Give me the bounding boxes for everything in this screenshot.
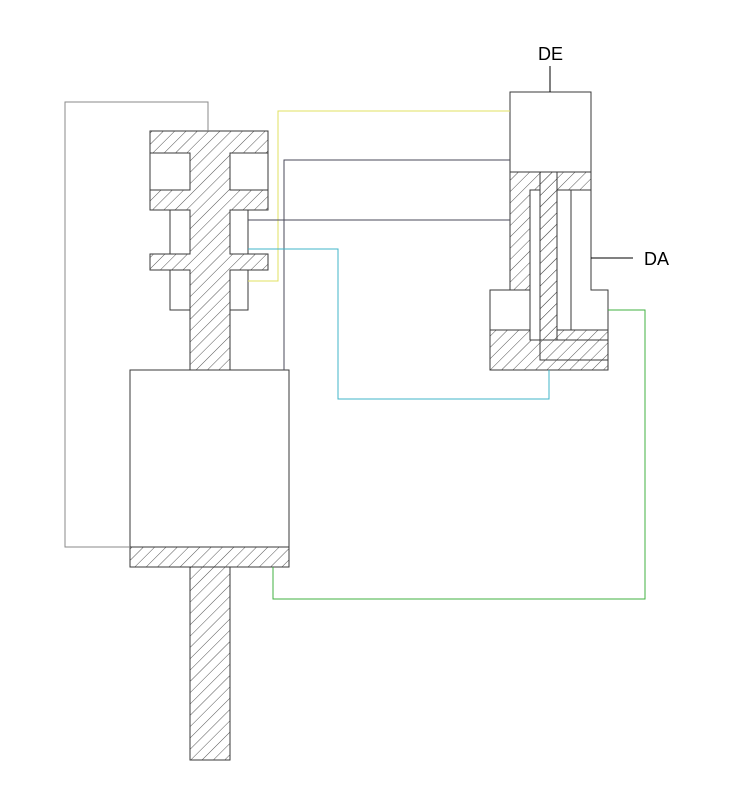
valve-chamber-right-2: [229, 209, 249, 255]
piston-rod: [189, 566, 231, 761]
dark-cylinder-line: [283, 159, 510, 370]
right-actuator-assembly: [489, 91, 609, 371]
valve-chamber-left-3: [169, 269, 191, 311]
left-valve-assembly: [129, 130, 290, 761]
cyan-line: [248, 248, 550, 400]
label-da: DA: [644, 249, 669, 269]
valve-chamber-right-1: [229, 152, 269, 191]
actuator-inner-slot-right: [556, 189, 572, 331]
actuator-upper-chamber: [509, 91, 592, 173]
green-line: [272, 309, 646, 600]
actuator-stem: [539, 171, 609, 361]
valve-chamber-left-2: [169, 209, 191, 255]
grey-return-line: [64, 101, 209, 548]
label-de: DE: [538, 44, 563, 64]
valve-chamber-left-1: [149, 152, 191, 191]
valve-chamber-right-3: [229, 269, 249, 311]
actuator-right-column: [570, 189, 609, 331]
yellow-supply-line: [248, 110, 510, 282]
piston: [129, 546, 290, 568]
actuator-lower-left-chamber: [489, 289, 531, 331]
cylinder-body: [129, 369, 290, 548]
